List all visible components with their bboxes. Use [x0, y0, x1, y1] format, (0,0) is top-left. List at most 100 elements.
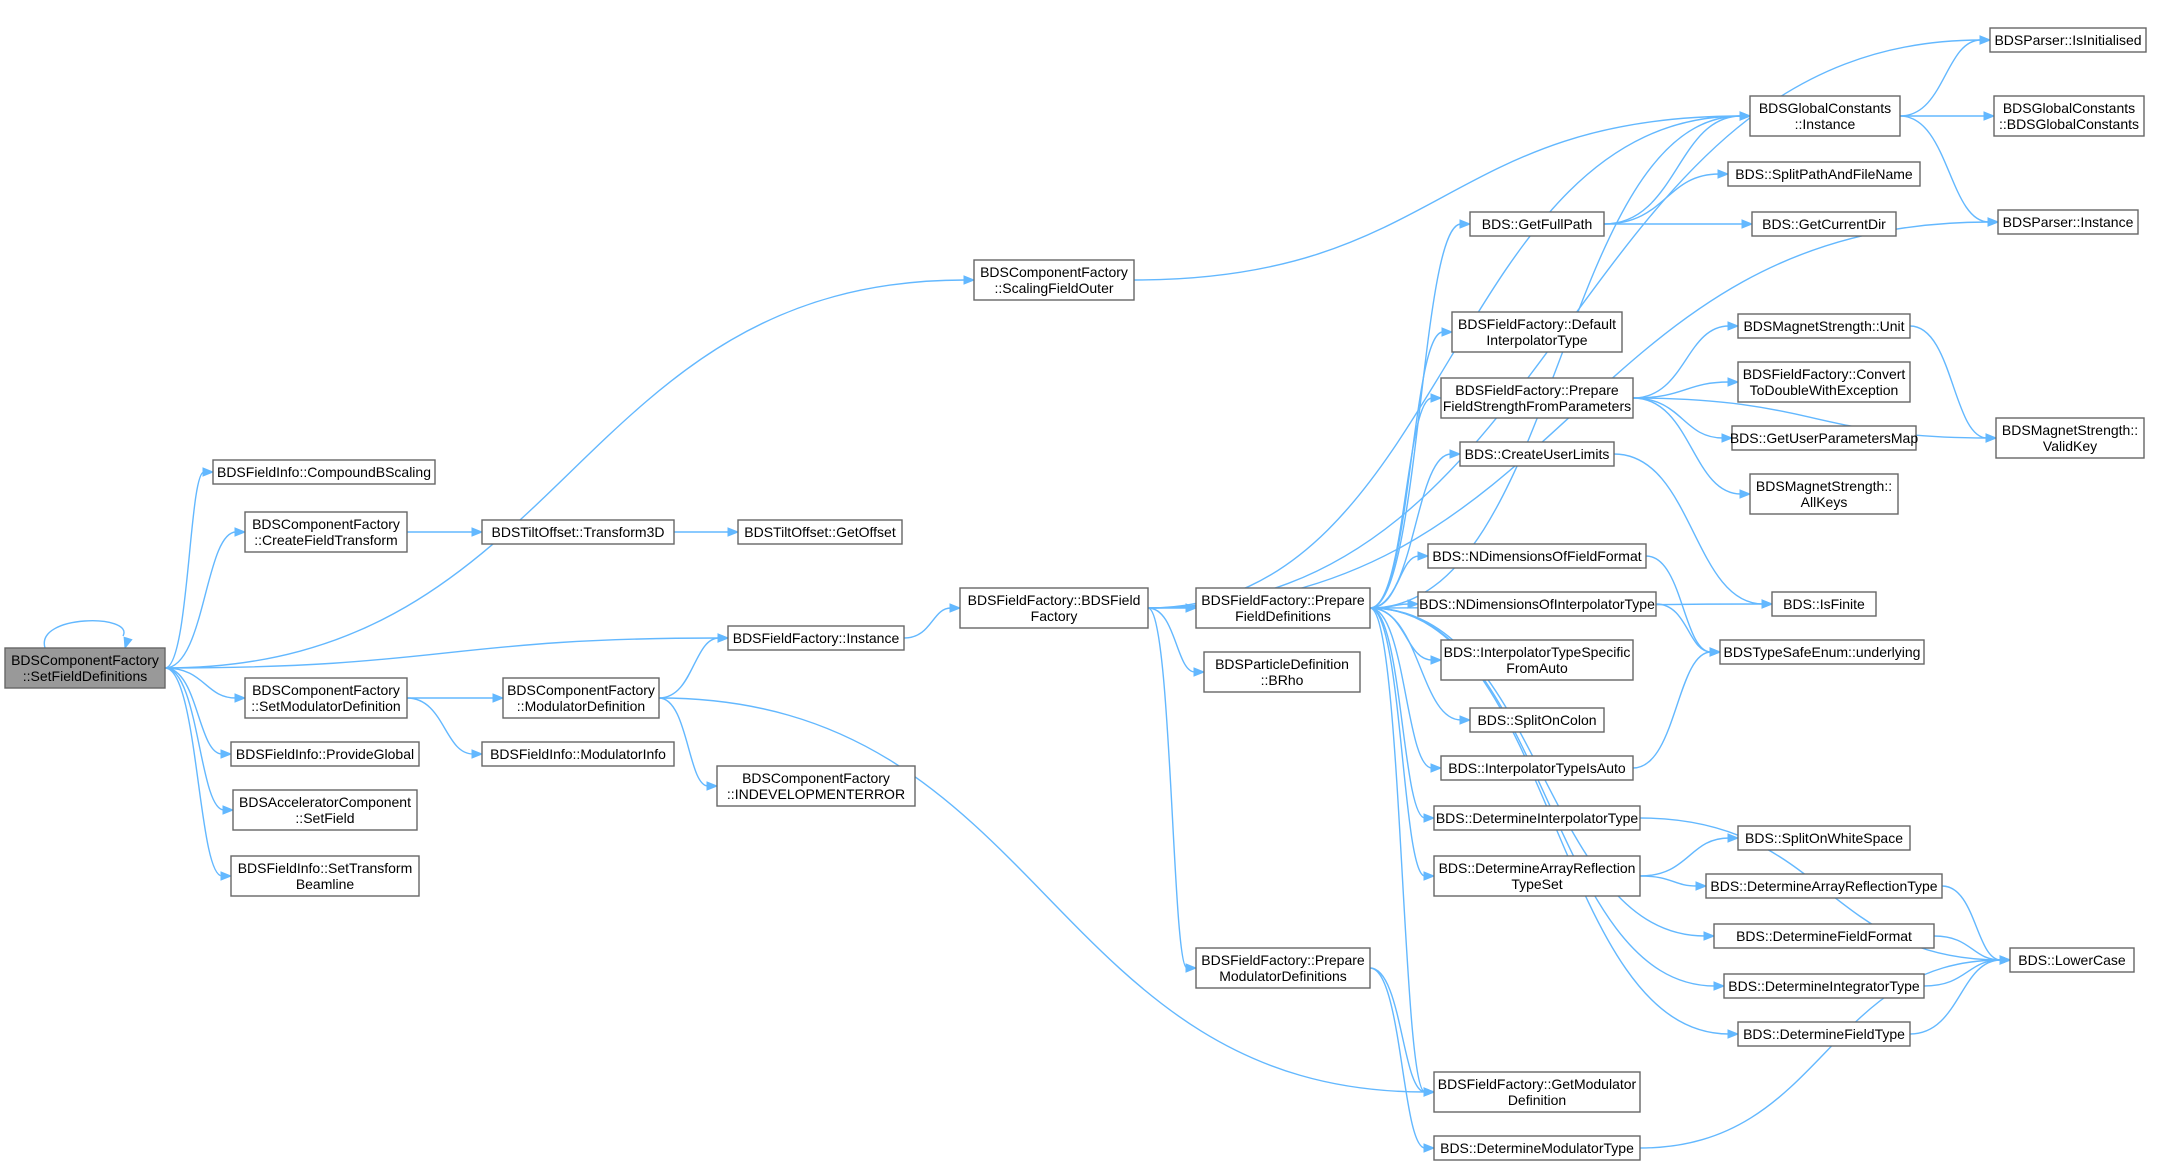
node-interpauto[interactable]: BDS::InterpolatorTypeIsAuto [1440, 755, 1634, 781]
edge-line [1369, 967, 1426, 1093]
node-box [1731, 425, 1917, 451]
node-validkey[interactable]: BDSMagnetStrength::ValidKey [1995, 417, 2145, 459]
edge-line [1909, 959, 2002, 1035]
node-label: BDSTypeSafeEnum::underlying [1724, 644, 1921, 660]
node-box [1993, 95, 2145, 137]
edge-line [658, 637, 720, 699]
edge-line [1369, 607, 1462, 721]
node-label: BDS::DetermineFieldType [1743, 1026, 1905, 1042]
node-box [1433, 855, 1641, 897]
edge-prepfield-to-splitcolon [1369, 607, 1472, 725]
node-scaling[interactable]: BDSComponentFactory::ScalingFieldOuter [973, 259, 1135, 301]
nodes-layer: BDSComponentFactory::SetFieldDefinitions… [4, 27, 2147, 1161]
node-createul[interactable]: BDS::CreateUserLimits [1459, 441, 1615, 467]
node-transform3d[interactable]: BDSTiltOffset::Transform3D [481, 519, 675, 545]
node-ndiminterp[interactable]: BDS::NDimensionsOfInterpolatorType [1417, 591, 1657, 617]
node-box [1737, 361, 1911, 403]
edge-gcinstance-to-gcctor [1900, 111, 1996, 121]
node-splitcolon[interactable]: BDS::SplitOnColon [1469, 707, 1605, 733]
node-label: BDSTiltOffset::Transform3D [492, 524, 665, 540]
node-detintegrator[interactable]: BDS::DetermineIntegratorType [1723, 973, 1925, 999]
node-inderror[interactable]: BDSComponentFactory::INDEVELOPMENTERROR [716, 765, 916, 807]
node-box [1440, 755, 1634, 781]
edge-line [164, 667, 237, 699]
node-label: BDSFieldFactory::Prepare [1201, 952, 1365, 968]
edge-getfullpath-to-splitpath [1603, 169, 1730, 225]
node-getcwd[interactable]: BDS::GetCurrentDir [1751, 211, 1897, 237]
edge-moddef-to-inderror [658, 697, 719, 791]
edge-line [1147, 607, 1196, 673]
node-convdouble[interactable]: BDSFieldFactory::ConvertToDoubleWithExce… [1737, 361, 1911, 403]
edge-ffinstance-to-bdsff [903, 603, 962, 639]
node-getoffset[interactable]: BDSTiltOffset::GetOffset [737, 519, 903, 545]
node-brho[interactable]: BDSParticleDefinition::BRho [1203, 651, 1361, 693]
edge-root-to-settransform [164, 667, 233, 881]
node-splitws[interactable]: BDS::SplitOnWhiteSpace [1737, 825, 1911, 851]
node-moddef[interactable]: BDSComponentFactory::ModulatorDefinition [502, 677, 660, 719]
node-detfieldtype[interactable]: BDS::DetermineFieldType [1737, 1021, 1911, 1047]
node-msunit[interactable]: BDSMagnetStrength::Unit [1737, 313, 1911, 339]
node-label: BDSFieldFactory::Instance [733, 630, 900, 646]
node-lowercase[interactable]: BDS::LowerCase [2009, 947, 2135, 973]
edge-prepstrength-to-allkeys [1632, 397, 1752, 499]
node-isfinite[interactable]: BDS::IsFinite [1771, 591, 1877, 617]
node-box [1737, 825, 1911, 851]
edges-layer [43, 35, 2012, 1153]
node-label: Definition [1508, 1092, 1566, 1108]
node-accsetfield[interactable]: BDSAcceleratorComponent::SetField [232, 789, 418, 831]
node-gcctor[interactable]: BDSGlobalConstants::BDSGlobalConstants [1993, 95, 2145, 137]
node-setmod[interactable]: BDSComponentFactory::SetModulatorDefinit… [244, 677, 408, 719]
node-modinfo[interactable]: BDSFieldInfo::ModulatorInfo [481, 741, 675, 767]
node-box [1427, 543, 1647, 569]
node-bdsff[interactable]: BDSFieldFactory::BDSFieldFactory [959, 587, 1149, 629]
node-createft[interactable]: BDSComponentFactory::CreateFieldTransfor… [244, 511, 408, 553]
node-parserinst[interactable]: BDSParser::Instance [1997, 209, 2139, 235]
node-detarraytype[interactable]: BDS::DetermineArrayReflectionType [1705, 873, 1943, 899]
node-prepstrength[interactable]: BDSFieldFactory::PrepareFieldStrengthFro… [1440, 377, 1634, 419]
node-label: ModulatorDefinitions [1219, 968, 1347, 984]
edge-detarrayset-to-detarraytype [1639, 875, 1708, 891]
node-label: BDS::GetCurrentDir [1762, 216, 1886, 232]
node-label: BDSFieldInfo::CompoundBScaling [217, 464, 431, 480]
node-gcinstance[interactable]: BDSGlobalConstants::Instance [1749, 95, 1901, 137]
node-label: BDSGlobalConstants [2003, 100, 2135, 116]
node-provglobal[interactable]: BDSFieldInfo::ProvideGlobal [230, 741, 420, 767]
node-box [1705, 873, 1943, 899]
edge-arrowhead [1987, 217, 2000, 227]
node-getuserparams[interactable]: BDS::GetUserParametersMap [1730, 425, 1918, 451]
node-underlying[interactable]: BDSTypeSafeEnum::underlying [1719, 639, 1925, 665]
node-prepmod[interactable]: BDSFieldFactory::PrepareModulatorDefinit… [1195, 947, 1371, 989]
node-parserinit[interactable]: BDSParser::IsInitialised [1989, 27, 2147, 53]
node-detfieldformat[interactable]: BDS::DetermineFieldFormat [1713, 923, 1935, 949]
node-compound[interactable]: BDSFieldInfo::CompoundBScaling [212, 459, 436, 485]
node-label: BDS::DetermineIntegratorType [1728, 978, 1920, 994]
node-label: BDSFieldFactory::Convert [1743, 366, 1906, 382]
node-box [1433, 1135, 1641, 1161]
node-ffinstance[interactable]: BDSFieldFactory::Instance [727, 625, 905, 651]
node-box [1440, 639, 1634, 681]
edge-line [1639, 875, 1698, 887]
edge-line [1369, 607, 1433, 769]
node-allkeys[interactable]: BDSMagnetStrength::AllKeys [1749, 473, 1899, 515]
edge-msunit-to-validkey [1909, 325, 1998, 443]
node-splitpath[interactable]: BDS::SplitPathAndFileName [1727, 161, 1921, 187]
edge-line [903, 607, 952, 639]
edge-arrowhead [123, 636, 133, 650]
edge-prepfield-to-detarrayset [1369, 607, 1436, 881]
node-ndimfield[interactable]: BDS::NDimensionsOfFieldFormat [1427, 543, 1647, 569]
edge-line [1933, 935, 2002, 961]
node-root[interactable]: BDSComponentFactory::SetFieldDefinitions [4, 647, 166, 689]
edge-arrowhead [1709, 647, 1722, 657]
node-detmod[interactable]: BDS::DetermineModulatorType [1433, 1135, 1641, 1161]
edge-root-to-scaling [164, 275, 976, 669]
edge-arrowhead [1417, 551, 1430, 561]
node-box [230, 855, 420, 897]
node-detinterp[interactable]: BDS::DetermineInterpolatorType [1433, 805, 1641, 831]
node-getfullpath[interactable]: BDS::GetFullPath [1469, 211, 1605, 237]
